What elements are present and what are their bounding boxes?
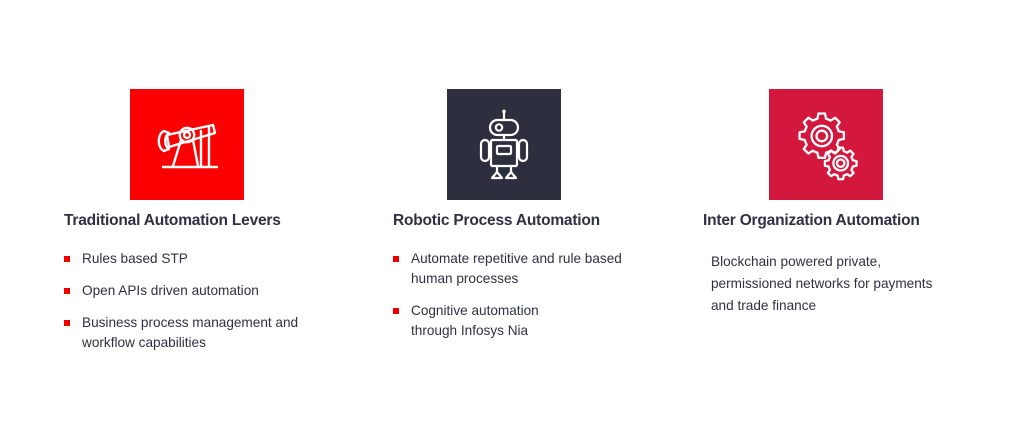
list-item: Open APIs driven automation (64, 281, 354, 301)
list-item: Business process management and workflow… (64, 313, 332, 353)
robot-icon (476, 109, 532, 181)
card-title: Inter Organization Automation (703, 212, 920, 229)
list-item: Rules based STP (64, 249, 354, 269)
oil-pumpjack-icon (151, 114, 223, 176)
bullet-marker-icon (393, 308, 399, 314)
list-item-text: Cognitive automation through Infosys Nia (411, 303, 539, 338)
description-text: Blockchain powered private, permissioned… (711, 254, 933, 313)
icon-tile-robot (447, 89, 561, 200)
card-title: Robotic Process Automation (393, 212, 600, 229)
card-robotic-process-automation: Robotic Process Automation Automate repe… (393, 0, 673, 425)
list-item-text: Automate repetitive and rule based human… (411, 251, 622, 286)
card-inter-organization-automation: Inter Organization Automation Blockchain… (703, 0, 983, 425)
icon-tile-gears (769, 89, 883, 200)
bullet-marker-icon (64, 256, 70, 262)
gears-icon (790, 109, 862, 181)
card-traditional-automation-levers: Traditional Automation Levers Rules base… (64, 0, 354, 425)
bullet-marker-icon (393, 256, 399, 262)
list-item: Automate repetitive and rule based human… (393, 249, 646, 289)
list-item-text: Open APIs driven automation (82, 283, 259, 298)
bullet-marker-icon (64, 320, 70, 326)
list-item-text: Rules based STP (82, 251, 188, 266)
icon-tile-oil-pumpjack (130, 89, 244, 200)
bullet-list: Rules based STP Open APIs driven automat… (64, 249, 354, 365)
card-title: Traditional Automation Levers (64, 212, 281, 229)
bullet-list: Automate repetitive and rule based human… (393, 249, 673, 353)
list-item: Cognitive automation through Infosys Nia (393, 301, 586, 341)
list-item-text: Business process management and workflow… (82, 315, 299, 350)
bullet-marker-icon (64, 288, 70, 294)
